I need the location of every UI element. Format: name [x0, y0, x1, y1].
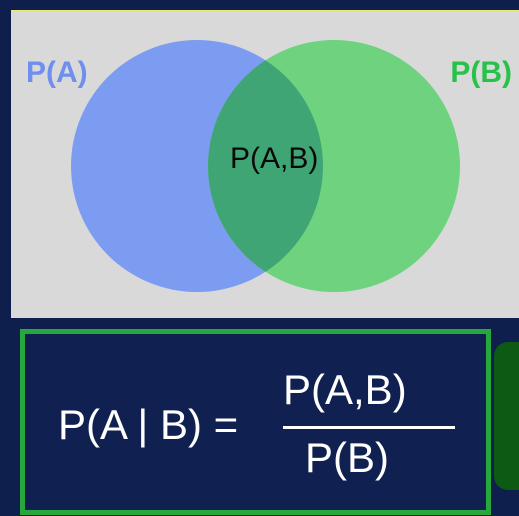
venn-diagram-panel: P(A) P(B) P(A,B)	[11, 10, 519, 318]
set-b-label: P(B)	[450, 56, 512, 89]
intersection-label: P(A,B)	[230, 142, 319, 175]
intersection-region	[208, 40, 323, 292]
formula-box: P(A | B) = P(A,B) P(B)	[20, 329, 491, 515]
formula-numerator: P(A,B)	[283, 366, 407, 413]
formula-lhs: P(A | B) =	[58, 401, 239, 448]
set-a-label: P(A)	[26, 56, 88, 89]
side-tab	[494, 342, 519, 490]
formula-denominator: P(B)	[305, 434, 389, 481]
venn-diagram	[71, 40, 460, 292]
fraction-bar	[283, 426, 455, 429]
